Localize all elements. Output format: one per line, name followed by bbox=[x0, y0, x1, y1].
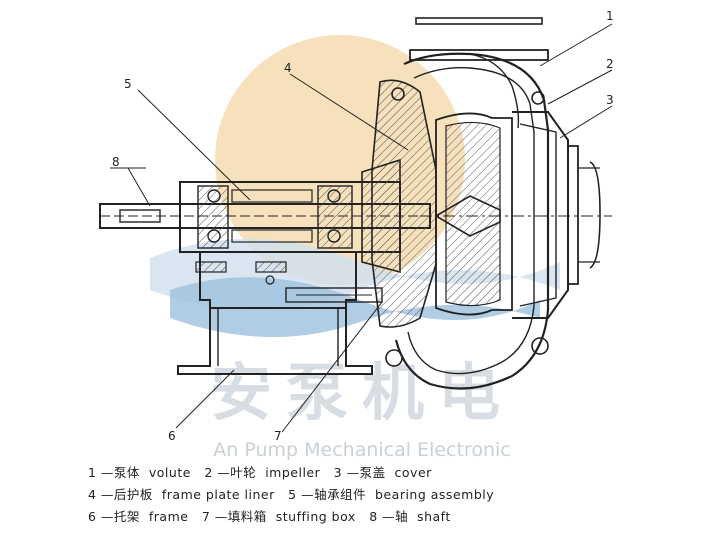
leader-6 bbox=[175, 369, 235, 429]
callout-7: 7 bbox=[274, 429, 282, 443]
leader-5 bbox=[137, 89, 251, 201]
callout-4: 4 bbox=[284, 61, 292, 75]
callout-5: 5 bbox=[124, 77, 132, 91]
leader-8 bbox=[127, 167, 151, 207]
leader-7 bbox=[281, 301, 383, 433]
legend-row-1: 1 —泵体 volute 2 —叶轮 impeller 3 —泵盖 cover bbox=[88, 465, 432, 480]
callout-3: 3 bbox=[606, 93, 614, 107]
leader-4 bbox=[289, 73, 409, 151]
callout-6: 6 bbox=[168, 429, 176, 443]
leader-1 bbox=[539, 23, 613, 67]
shaft-keyway bbox=[119, 209, 161, 223]
inlet-flange bbox=[567, 145, 601, 285]
callout-labels: 1 2 3 4 5 6 7 8 bbox=[112, 9, 614, 443]
callout-8: 8 bbox=[112, 155, 120, 169]
watermark-wave-dark bbox=[170, 277, 540, 338]
pump-section bbox=[99, 17, 612, 390]
leader-2 bbox=[547, 69, 613, 105]
legend-row-2: 4 —后护板 frame plate liner 5 —轴承组件 bearing… bbox=[88, 487, 495, 502]
leader-3 bbox=[559, 105, 613, 139]
watermark-chinese-text: 安泵机电 bbox=[210, 356, 514, 429]
pedestal-frame bbox=[177, 252, 373, 375]
leader-lines bbox=[110, 23, 613, 433]
impeller bbox=[434, 112, 513, 316]
frame-plate-liner bbox=[371, 79, 437, 328]
top-flange bbox=[409, 49, 549, 61]
callout-1: 1 bbox=[606, 9, 614, 23]
callout-2: 2 bbox=[606, 57, 614, 71]
legend-row-3: 6 —托架 frame 7 —填料箱 stuffing box 8 —轴 sha… bbox=[88, 509, 451, 524]
watermark-english-text: An Pump Mechanical Electronic bbox=[213, 439, 510, 461]
